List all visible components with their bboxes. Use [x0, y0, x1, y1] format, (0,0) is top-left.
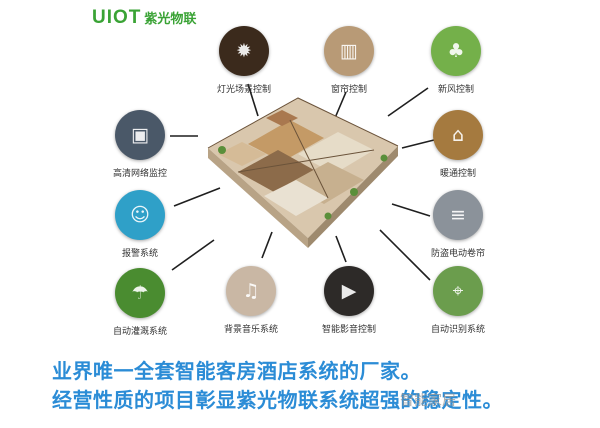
- thumb-lighting: ✹: [219, 26, 269, 76]
- tree-icon: ♣: [447, 40, 465, 62]
- node-curtain: ▥ 窗帘控制: [301, 26, 397, 95]
- label-cctv: 高清网络监控: [112, 169, 167, 179]
- label-irrigation: 自动灌溉系统: [112, 327, 167, 337]
- label-shutter: 防盗电动卷帘: [430, 249, 485, 259]
- slogan-line-1: 业界唯一全套智能客房酒店系统的厂家。: [52, 359, 421, 383]
- node-hvac: ⌂ 暖通控制: [410, 110, 506, 179]
- node-music: ♫ 背景音乐系统: [203, 266, 299, 335]
- brand-cn-name: 紫光物联: [144, 11, 197, 26]
- thumb-irrigation: ☂: [115, 268, 165, 318]
- music-icon: ♫: [242, 280, 260, 302]
- thumb-cctv: ▣: [115, 110, 165, 160]
- label-hvac: 暖通控制: [439, 169, 476, 179]
- shutter-icon: ≡: [450, 204, 466, 226]
- connector-lighting: [247, 83, 259, 117]
- connector-curtain: [334, 91, 347, 119]
- connector-fresh-air: [387, 87, 429, 117]
- node-cinema: ▶ 智能影音控制: [301, 266, 397, 335]
- thumb-curtain: ▥: [324, 26, 374, 76]
- thumb-hvac: ⌂: [433, 110, 483, 160]
- watermark: 智能家居: [400, 393, 456, 409]
- connector-music: [261, 231, 273, 259]
- brand-name: UIOT: [92, 7, 142, 28]
- thumb-cinema: ▶: [324, 266, 374, 316]
- label-fresh-air: 新风控制: [437, 85, 474, 95]
- node-shutter: ≡ 防盗电动卷帘: [410, 190, 506, 259]
- slogan-line-2: 经营性质的项目彰显紫光物联系统超强的稳定性。: [52, 388, 503, 412]
- node-cctv: ▣ 高清网络监控: [92, 110, 188, 179]
- label-music: 背景音乐系统: [223, 325, 278, 335]
- thumb-fresh-air: ♣: [431, 26, 481, 76]
- label-recognition: 自动识别系统: [430, 325, 485, 335]
- label-cinema: 智能影音控制: [321, 325, 376, 335]
- lamp-icon: ✹: [236, 40, 252, 62]
- connector-cinema: [335, 235, 347, 263]
- label-alarm: 报警系统: [121, 249, 158, 259]
- floor-plan-illustration: [207, 97, 399, 248]
- node-lighting: ✹ 灯光场景控制: [196, 26, 292, 95]
- thumb-music: ♫: [226, 266, 276, 316]
- node-irrigation: ☂ 自动灌溉系统: [92, 268, 188, 337]
- connector-alarm: [173, 187, 221, 207]
- label-lighting: 灯光场景控制: [216, 85, 271, 95]
- thumb-alarm: ☺: [115, 190, 165, 240]
- connector-shutter: [391, 203, 431, 217]
- cinema-icon: ▶: [341, 280, 357, 302]
- sprinkler-icon: ☂: [131, 282, 149, 304]
- thumb-recognition: ⌖: [433, 266, 483, 316]
- room-icon: ⌂: [451, 124, 465, 146]
- thumb-shutter: ≡: [433, 190, 483, 240]
- guard-icon: ☺: [130, 204, 150, 226]
- node-fresh-air: ♣ 新风控制: [408, 26, 504, 95]
- node-recognition: ⌖ 自动识别系统: [410, 266, 506, 335]
- connector-hvac: [401, 139, 435, 149]
- connector-recognition: [379, 229, 431, 281]
- node-alarm: ☺ 报警系统: [92, 190, 188, 259]
- connector-irrigation: [171, 239, 215, 271]
- camera-icon: ▣: [131, 124, 149, 146]
- label-curtain: 窗帘控制: [330, 85, 367, 95]
- gate-icon: ⌖: [452, 280, 464, 302]
- curtain-icon: ▥: [340, 40, 358, 62]
